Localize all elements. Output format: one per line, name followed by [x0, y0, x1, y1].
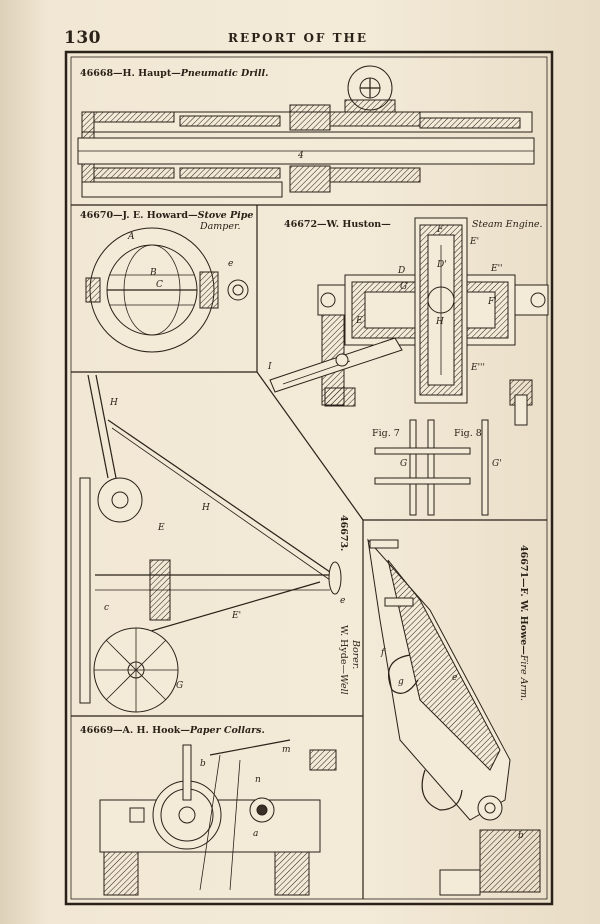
letter-engine-d: D' — [436, 260, 447, 270]
letter-engine-g: G — [400, 282, 407, 292]
letter-fig-g2: G' — [492, 459, 502, 469]
letter-arm-f: f — [380, 648, 386, 658]
letter-well-h2: H — [201, 503, 210, 513]
caption-well-borer-name: W. Hyde—Well — [338, 625, 349, 695]
caption-stove-pipe-damper: 46670—J. E. Howard—Stove Pipe — [80, 210, 253, 221]
caption-fig8: Fig. 8 — [454, 428, 482, 439]
letter-well-e3: e — [340, 596, 345, 606]
letter-drill-4: 4 — [297, 151, 304, 161]
figure-stove-pipe-damper: 46670—J. E. Howard—Stove Pipe Damper. A … — [80, 210, 253, 353]
letter-damper-b: B — [149, 268, 157, 278]
caption-steam-engine-sub: Steam Engine. — [472, 219, 543, 230]
letter-arm-b: b — [518, 831, 524, 841]
figure-fire-arm: 46671—F. W. Howe—Fire Arm. f g e b — [367, 538, 541, 896]
figures-7-8: Fig. 7 Fig. 8 G G' — [372, 419, 502, 516]
caption-stove-pipe-damper-2: Damper. — [199, 221, 241, 232]
letter-well-g: G — [176, 681, 183, 691]
letter-well-c: c — [104, 603, 109, 613]
figure-steam-engine: 46672—W. Huston— Steam Engine. F E' D' D — [267, 217, 549, 426]
letter-engine-h: H — [435, 317, 444, 327]
letter-engine-e3: E''' — [470, 363, 485, 373]
letter-fig-g: G — [400, 459, 407, 469]
letter-arm-e: e — [452, 673, 457, 683]
letter-well-h: H — [109, 398, 118, 408]
caption-steam-engine: 46672—W. Huston— — [284, 219, 391, 230]
letter-engine-i: I — [267, 362, 272, 372]
running-header: REPORT OF THE — [228, 31, 369, 45]
caption-fire-arm: 46671—F. W. Howe—Fire Arm. — [518, 545, 529, 701]
letter-engine-f: F — [436, 225, 444, 235]
letter-engine-fr: F' — [487, 297, 497, 307]
caption-paper-collars: 46669—A. H. Hook—Paper Collars. — [80, 725, 265, 736]
panel-dividers — [71, 204, 547, 899]
caption-pneumatic-drill: 46668—H. Haupt—Pneumatic Drill. — [80, 68, 268, 79]
letter-collar-m: m — [282, 745, 291, 755]
figure-paper-collars: 46669—A. H. Hook—Paper Collars. b m n a — [80, 725, 337, 896]
plate-inner-border — [70, 56, 548, 900]
letter-damper-e: e — [228, 259, 233, 269]
caption-fig7: Fig. 7 — [372, 428, 400, 439]
letter-damper-a: A — [127, 232, 135, 242]
letter-engine-d2: D — [397, 266, 405, 276]
caption-well-borer-sub: Borer. — [350, 639, 361, 669]
letter-well-e: E — [157, 523, 165, 533]
caption-well-borer-number: 46673. — [338, 515, 349, 551]
letter-collar-n: n — [255, 775, 261, 785]
letter-engine-e: E' — [469, 237, 479, 247]
letter-well-e2: E' — [231, 611, 241, 621]
letter-collar-b: b — [200, 759, 206, 769]
figure-pneumatic-drill: 46668—H. Haupt—Pneumatic Drill. 4 — [77, 65, 535, 198]
letter-damper-c: C — [156, 280, 163, 290]
letter-engine-ex: E'' — [490, 264, 503, 274]
letter-engine-e2: E — [355, 316, 363, 326]
figure-well-borer: H H E E' G c e 46673. W. Hyde—Well Borer… — [79, 374, 361, 713]
plate-border — [64, 50, 554, 906]
letter-arm-g: g — [398, 677, 404, 687]
letter-collar-a: a — [253, 829, 258, 839]
page-number: 130 — [64, 28, 101, 48]
